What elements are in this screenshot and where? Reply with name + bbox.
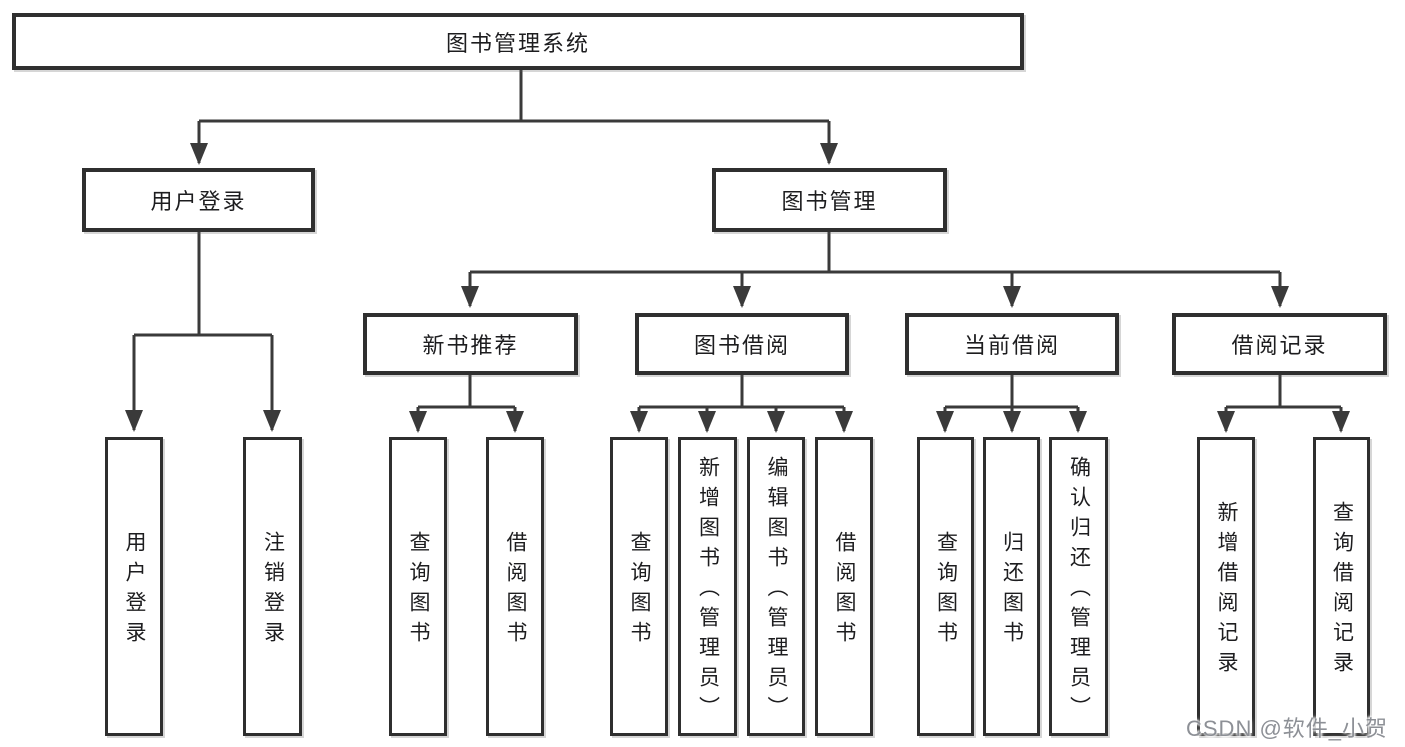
leaf-return-books: 归还图书	[983, 437, 1040, 736]
leaf-query-books-recommend: 查询图书	[389, 437, 447, 736]
leaf-add-books-admin: 新增图书（管理员）	[678, 437, 737, 736]
leaf-edit-books-admin: 编辑图书（管理员）	[747, 437, 805, 736]
connector-user-login-branch	[125, 232, 281, 432]
csdn-watermark: CSDN @软件_小贺同学	[1186, 716, 1389, 741]
node-book-management: 图书管理	[712, 168, 947, 232]
connector-current-borrowing-branch	[936, 375, 1087, 433]
node-book-borrowing: 图书借阅	[635, 313, 849, 375]
node-borrowing-records: 借阅记录	[1172, 313, 1387, 375]
node-library-management-system: 图书管理系统	[12, 13, 1024, 70]
connector-root-to-level2	[190, 68, 838, 165]
leaf-borrow-books-recommend: 借阅图书	[486, 437, 544, 736]
node-new-book-recommend: 新书推荐	[363, 313, 578, 375]
leaf-logout: 注销登录	[243, 437, 302, 736]
connector-borrowing-records-branch	[1217, 375, 1350, 433]
leaf-query-books-current: 查询图书	[917, 437, 974, 736]
leaf-confirm-return-admin: 确认归还（管理员）	[1049, 437, 1108, 736]
leaf-user-login: 用户登录	[105, 437, 163, 736]
connector-book-borrowing-branch	[630, 375, 853, 433]
connector-book-management-branch	[461, 232, 1289, 308]
leaf-query-books-borrowing: 查询图书	[610, 437, 668, 736]
leaf-add-borrow-record: 新增借阅记录	[1197, 437, 1255, 736]
leaf-borrow-books-borrowing: 借阅图书	[815, 437, 873, 736]
leaf-query-borrow-record: 查询借阅记录	[1313, 437, 1370, 736]
connector-new-book-recommend-branch	[409, 375, 524, 433]
node-current-borrowing: 当前借阅	[905, 313, 1119, 375]
node-user-login: 用户登录	[82, 168, 315, 232]
